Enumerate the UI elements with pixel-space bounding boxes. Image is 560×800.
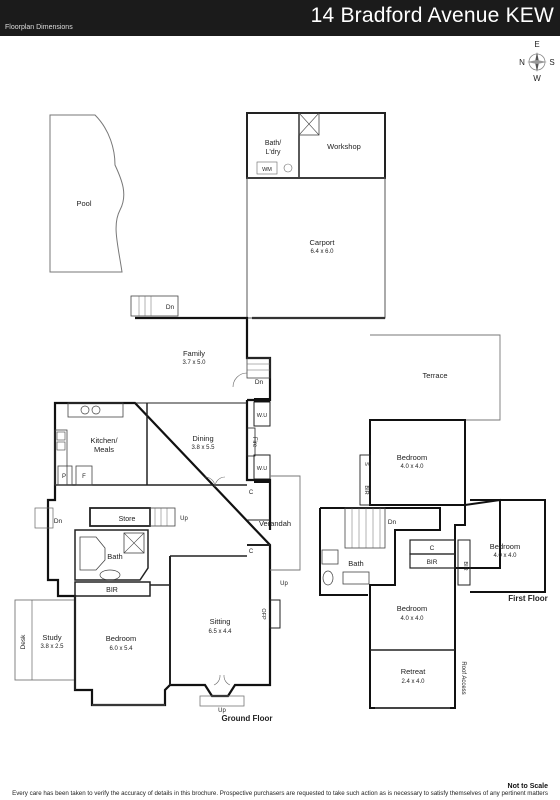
first-bedroom-c-size: 4.0 x 4.0: [493, 553, 517, 559]
compass-w: W: [533, 74, 541, 83]
workshop-label: Workshop: [327, 142, 361, 151]
store-up-label: Up: [180, 516, 188, 522]
terrace-label: Terrace: [422, 371, 447, 380]
ground-bedroom-label: Bedroom: [106, 634, 136, 643]
first-c-label: C: [430, 545, 435, 552]
pantry-label: P: [62, 474, 66, 480]
subtitle: Floorplan Dimensions: [5, 24, 73, 31]
sitting-size: 6.5 x 4.4: [208, 629, 232, 635]
first-bedroom-c-label: Bedroom: [490, 542, 520, 551]
compass-icon: E N S W: [519, 40, 555, 83]
dining-size: 3.8 x 5.5: [191, 445, 215, 451]
first-bath-label: Bath: [348, 559, 363, 568]
first-floor: Terrace Bedroom 4.0 x 4.0 S BIR Dn Bath …: [319, 334, 548, 709]
compass-e: E: [534, 40, 539, 49]
disclaimer: Every care has been taken to verify the …: [12, 790, 548, 797]
verandah-up-label: Up: [280, 581, 288, 587]
not-to-scale-note: Not to Scale: [507, 783, 548, 790]
outbuilding: Bath/ L'dry WM Workshop Carport 6.4 x 6.…: [246, 112, 386, 320]
first-bir-c-label: BIR: [462, 561, 468, 570]
front-up-label: Up: [218, 708, 226, 714]
roof-access-label: Roof Access: [460, 661, 466, 694]
kitchen-label-2: Meals: [94, 445, 114, 454]
first-s-label: S: [363, 462, 369, 466]
ground-floor: Family 3.7 x 5.0 Dn Kitchen/ Meals Dinin…: [14, 316, 301, 723]
wu-bottom-label: W.U: [257, 466, 267, 472]
family-label: Family: [183, 349, 205, 358]
wm-label: WM: [262, 167, 272, 173]
retreat-label: Retreat: [401, 667, 427, 676]
carport-label: Carport: [309, 238, 335, 247]
dn-top-label: Dn: [166, 304, 175, 311]
first-dn-label: Dn: [388, 519, 397, 526]
first-bedroom-a-label: Bedroom: [397, 453, 427, 462]
page-title: 14 Bradford Avenue KEW: [310, 4, 554, 27]
ground-bath-label: Bath: [107, 552, 122, 561]
sitting-label: Sitting: [210, 617, 231, 626]
bath-ldry-label-1: Bath/: [265, 140, 281, 147]
pool-label: Pool: [76, 199, 91, 208]
ground-floor-label: Ground Floor: [221, 714, 272, 723]
first-bir-b-label: BIR: [427, 559, 438, 566]
first-bir-a-label: BIR: [363, 485, 369, 494]
verandah-label: Verandah: [259, 519, 291, 528]
rear-steps: Dn: [130, 295, 179, 317]
family-dn-label: Dn: [255, 379, 264, 386]
store-label: Store: [119, 516, 136, 523]
dining-label: Dining: [192, 434, 213, 443]
cupboard-label-ground-1: C: [249, 490, 254, 496]
fire-label: Fire: [251, 437, 257, 448]
left-dn-label: Dn: [54, 518, 63, 525]
study-size: 3.8 x 2.5: [40, 644, 64, 650]
first-floor-label: First Floor: [508, 594, 548, 603]
wu-top-label: W.U: [257, 413, 267, 419]
bath-ldry-label-2: L'dry: [266, 149, 281, 156]
pool: Pool: [49, 114, 125, 273]
retreat-size: 2.4 x 4.0: [401, 679, 425, 685]
ofp-label: OFP: [260, 608, 266, 620]
first-bedroom-b-size: 4.0 x 4.0: [400, 616, 424, 622]
compass-s: S: [549, 58, 554, 67]
family-size: 3.7 x 5.0: [182, 360, 206, 366]
carport-size: 6.4 x 6.0: [310, 249, 334, 255]
compass-n: N: [519, 58, 525, 67]
kitchen-label-1: Kitchen/: [90, 436, 118, 445]
fridge-label: F: [82, 474, 86, 480]
header-bar: Floorplan Dimensions 14 Bradford Avenue …: [0, 0, 560, 36]
ground-bedroom-size: 6.0 x 5.4: [109, 646, 133, 652]
desk-label: Desk: [20, 634, 27, 650]
first-bedroom-a-size: 4.0 x 4.0: [400, 464, 424, 470]
ground-bir-label: BIR: [106, 587, 118, 594]
first-bedroom-b-label: Bedroom: [397, 604, 427, 613]
study-label: Study: [42, 633, 61, 642]
cupboard-label-ground-2: C: [249, 549, 254, 555]
